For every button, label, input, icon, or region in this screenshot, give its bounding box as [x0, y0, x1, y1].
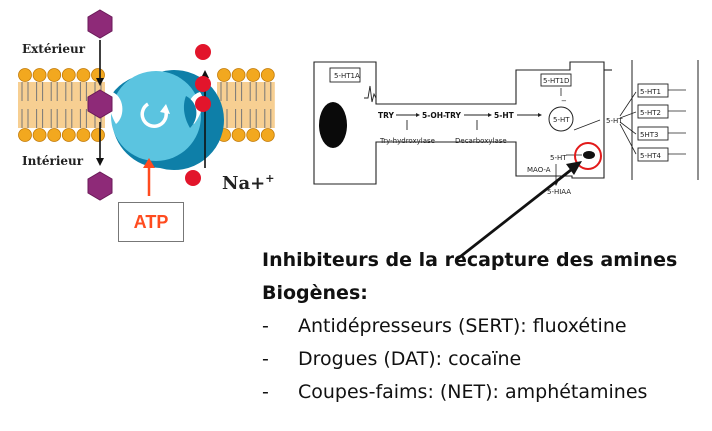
phospholipid [61, 68, 76, 142]
sodium-ion [195, 96, 211, 112]
sodium-ion [195, 44, 211, 60]
receptor-box-5ht1a [329, 67, 361, 83]
receptor-5ht1a-label: 5-HT1A [334, 72, 360, 80]
atp-label: ATP [133, 211, 169, 232]
sodium-ion [195, 76, 211, 92]
receptor-5ht1d-label: 5-HT1D [543, 77, 569, 85]
receptor-trace [364, 85, 377, 103]
phospholipid [18, 68, 32, 142]
reuptake-transporter [583, 151, 595, 159]
vesicle [548, 106, 574, 132]
list-item-coupes-faims: - Coupes-faims: (NET): amphétamines [262, 376, 710, 409]
receptor-boxes [637, 83, 669, 162]
transporter-protein [109, 70, 224, 170]
list-dash: - [262, 348, 269, 370]
atp-box: ATP [118, 202, 184, 242]
membrane-right [217, 68, 275, 142]
phospholipid [32, 68, 47, 142]
receptor-box-5ht1d [540, 73, 572, 87]
phospholipid [76, 68, 91, 142]
sodium-ions [185, 44, 211, 186]
amine-molecule-middle [87, 89, 113, 119]
highlight-circle [574, 142, 602, 170]
minus-sign: − [561, 97, 567, 105]
postsynaptic-membrane [631, 60, 699, 180]
reuptake-inhibitors-text: Inhibiteurs de la recapture des amines B… [262, 244, 710, 409]
metabolite-label: 5-HIAA [547, 188, 571, 196]
synthesis-5oh-try: 5-OH-TRY [422, 111, 461, 120]
list-dash: - [262, 381, 269, 403]
sodium-label: Na++ [222, 172, 275, 194]
enzyme-try-hydroxylase: Try-hydroxylase [379, 137, 435, 145]
list-dash: - [262, 315, 269, 337]
exterior-label: Extérieur [22, 42, 86, 56]
phospholipid [260, 68, 275, 142]
pointer-arrow [455, 161, 582, 262]
neuron-outline [313, 61, 612, 185]
synthesis-5ht: 5-HT [494, 111, 515, 120]
phospholipid [231, 68, 246, 142]
nucleus [319, 102, 347, 148]
atp-arrow [143, 158, 155, 196]
sodium-ion [185, 170, 201, 186]
title-line-1: Inhibiteurs de la recapture des amines [262, 249, 678, 271]
cytoplasm-5ht: 5-HT [550, 154, 567, 162]
receptor-arrows [619, 91, 637, 155]
amine-molecule-bottom [87, 171, 113, 201]
receptor-5ht3: 5HT3 [640, 131, 658, 139]
synthesis-arrows [396, 113, 542, 130]
title-line-2: Biogènes: [262, 282, 368, 304]
list-item-label: Drogues (DAT): cocaïne [298, 348, 522, 370]
list-item-drogues: - Drogues (DAT): cocaïne [262, 343, 710, 376]
interior-label: Intérieur [22, 154, 84, 168]
receptor-ticks [668, 89, 686, 155]
enzyme-decarboxylase: Decarboxylase [455, 137, 507, 145]
synaptic-5ht: 5-HT [606, 117, 623, 125]
list-item-label: Coupes-faims: (NET): amphétamines [298, 381, 648, 403]
receptor-5ht4: 5-HT4 [640, 152, 662, 160]
mao-label: MAO-A [527, 166, 551, 174]
phospholipid [47, 68, 62, 142]
amine-molecule-top [87, 9, 113, 39]
receptor-5ht1: 5-HT1 [640, 88, 661, 96]
vesicle-label: 5-HT [553, 116, 570, 124]
synthesis-try: TRY [378, 111, 394, 120]
list-item-antidepresseurs: - Antidépresseurs (SERT): fluoxétine [262, 310, 710, 343]
receptor-5ht2: 5-HT2 [640, 109, 661, 117]
list-item-label: Antidépresseurs (SERT): fluoxétine [298, 315, 627, 337]
phospholipid [246, 68, 261, 142]
